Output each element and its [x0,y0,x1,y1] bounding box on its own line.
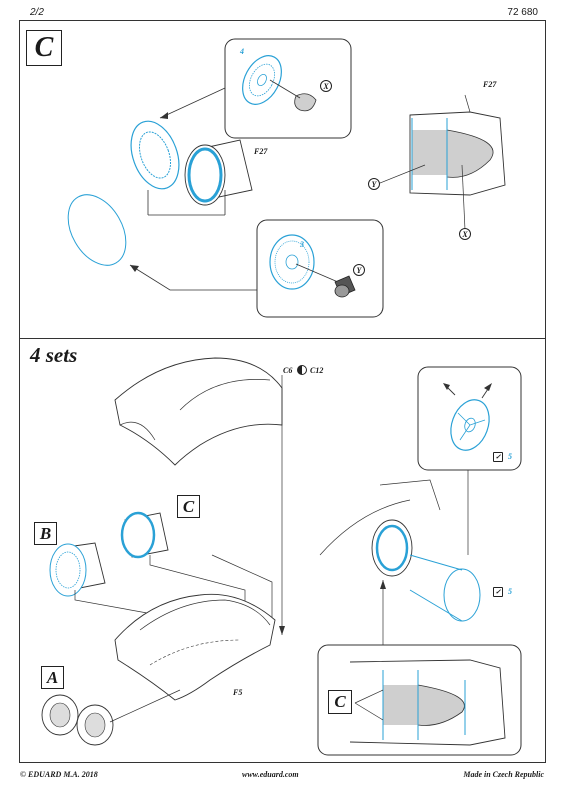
callout-x-right: X [459,228,471,240]
cylinder-y-inset [334,275,356,298]
ref-c6: C6 [283,366,293,375]
callout-y-right: Y [368,178,380,190]
step-letter-c-inset: C [328,690,352,714]
blue-cylinder-part5 [409,554,481,622]
ref-part-4: 4 [240,47,244,56]
callout-y-inset: Y [353,264,365,276]
photo-etch-part5-inset [450,399,490,451]
half-symbol-icon [297,365,307,375]
check-icon-lower: ✓ [493,587,503,597]
photo-etch-part3 [269,234,315,290]
footer-url: www.eduard.com [242,770,299,779]
step-letter-b: B [34,522,57,545]
nozzle-cutaway-bottom [349,659,506,746]
ref-part-5-upper: 5 [508,452,512,461]
inset-box-part3 [256,219,384,318]
nozzle-cutaway-top [409,94,506,196]
sets-title: 4 sets [30,343,78,367]
cone-x-inset [294,93,317,112]
ref-c12: C12 [310,366,324,375]
photo-etch-part4 [242,55,282,105]
intake-part-a [41,694,114,746]
check-icon-upper: ✓ [493,452,503,462]
footer-origin: Made in Czech Republic [463,770,544,779]
footer-copyright: © EDUARD M.A. 2018 [20,770,98,779]
page-number: 2/2 [30,7,44,18]
nozzle-assembly [319,479,441,577]
ring-c-part [120,511,169,559]
ref-part-3: 3 [300,240,304,249]
step-letter-a: A [41,666,64,689]
kit-code: 72 680 [507,7,538,18]
blue-disk-top [67,194,127,266]
photo-etch-ring-top [130,120,180,190]
ref-part-5-lower: 5 [508,587,512,596]
ref-f27-left: F27 [254,147,268,156]
callout-x-inset: X [320,80,332,92]
ref-f27-right: F27 [483,80,497,89]
turbine-b [49,542,106,597]
step-letter-c: C [26,30,62,66]
ref-f5: F5 [233,688,243,697]
inset-box-part4 [224,38,352,139]
upper-shell-c6-c12 [114,357,283,466]
engine-cylinder-f27 [184,139,253,206]
instruction-frame [19,20,546,763]
lower-shell-f5 [114,593,276,701]
section-divider [19,338,546,339]
step-letter-c-bottom: C [177,495,200,518]
